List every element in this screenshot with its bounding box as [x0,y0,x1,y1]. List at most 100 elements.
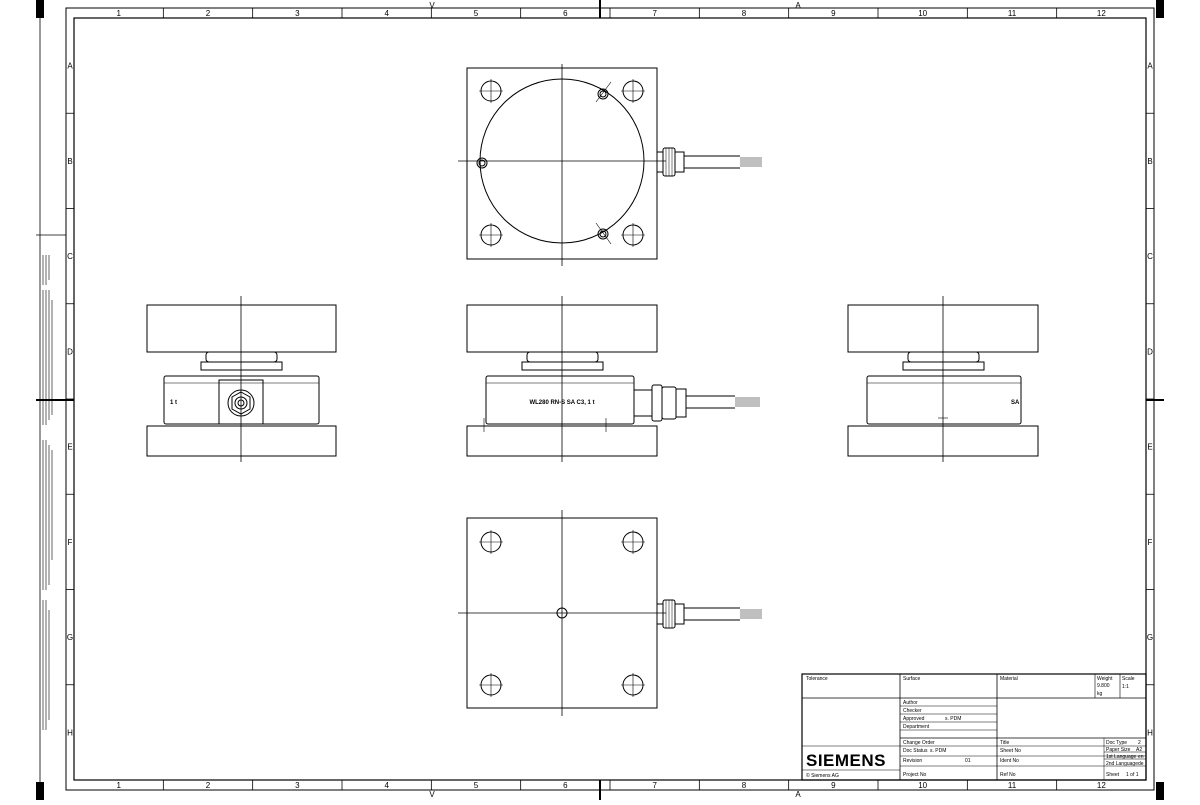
column-label-bottom: 7 [652,781,657,790]
weight-value: 9.800 [1097,683,1110,689]
paper-size-value: A2 [1136,747,1142,753]
column-label-bottom: 11 [1008,781,1017,790]
right-view-load-button [907,351,980,363]
column-label-bottom: 3 [295,781,300,790]
top-mark-a: A [795,1,801,10]
column-label-top: 9 [831,9,836,18]
top-view-cable-gland [656,147,762,177]
corner-mark-tr [1156,0,1164,18]
right-view-neck [902,361,985,371]
second-language-label: 2nd Language [1106,761,1138,767]
tolerance-label: Tolerance [806,676,828,682]
row-label-right: E [1147,443,1152,452]
column-label-bottom: 10 [918,781,927,790]
title-label: Title [1000,740,1009,746]
doc-status-value: s. PDM [930,748,946,754]
column-label-bottom: 12 [1097,781,1106,790]
front-view [466,296,760,462]
column-label-top: 6 [563,9,568,18]
bottom-view-cable-gland [656,599,762,629]
ref-no-label: Ref No [1000,772,1016,778]
scale-value: 1:1 [1122,684,1129,690]
column-label-top: 7 [652,9,657,18]
surface-label: Surface [903,676,920,682]
column-label-bottom: 4 [384,781,389,790]
top-view-small-holes [476,81,612,245]
second-language-value: de [1138,761,1144,767]
front-view-cable-gland [633,384,760,422]
paper-size-label: Paper Size [1106,747,1131,753]
column-label-top: 2 [206,9,211,18]
row-label-right: G [1147,633,1153,642]
column-label-top: 1 [116,9,121,18]
author-label: Author [903,700,918,706]
left-view-top-plate [146,304,337,353]
front-view-neck [521,361,604,371]
column-label-bottom: 2 [206,781,211,790]
row-label-left: G [67,633,73,642]
material-label: Material [1000,676,1018,682]
doc-type-label: Doc Type [1106,740,1127,746]
title-block [801,673,1147,781]
title-block-frame [801,673,1147,781]
copyright-notice: © Siemens AG [806,772,839,779]
row-label-right: C [1147,252,1153,261]
corner-mark-bl [36,782,44,800]
change-order-label: Change Order [903,740,935,746]
revision-value: 01 [965,758,971,764]
right-view-housing [866,375,1022,425]
approved-value: s. PDM [945,716,961,722]
sheet-label: Sheet [1106,772,1120,778]
front-view-marking: WL280 RN-S SA C3, 1 t [529,400,594,406]
doc-type-value: 2 [1138,740,1141,746]
row-label-left: E [67,443,72,452]
left-view-marking: 1 t [170,400,177,406]
column-label-top: 11 [1008,9,1017,18]
row-label-left: H [67,728,73,737]
left-view-cable-gland [218,379,264,425]
column-label-top: 10 [918,9,927,18]
outer-frame [65,7,1155,791]
column-label-top: 8 [742,9,747,18]
column-label-top: 4 [384,9,389,18]
column-label-bottom: 9 [831,781,836,790]
row-label-left: C [67,252,73,261]
top-mark-v: V [429,1,435,10]
row-label-right: B [1147,157,1152,166]
front-view-load-button [526,351,599,363]
row-label-left: D [67,347,73,356]
inner-frame [73,17,1147,781]
column-label-bottom: 6 [563,781,568,790]
bottom-view-bolt-holes [479,530,645,697]
first-language-label: 1st Language [1106,754,1137,760]
sheet-value: 1 of 1 [1126,772,1139,778]
ident-no-label: Ident No [1000,758,1019,764]
row-label-left: F [68,538,73,547]
column-label-top: 5 [474,9,479,18]
left-view-base-plate [146,425,337,457]
first-language-value: en [1138,754,1144,760]
scale-label: Scale [1122,676,1135,682]
right-view-marking: SA [1011,400,1020,406]
column-label-bottom: 5 [474,781,479,790]
column-label-bottom: 8 [742,781,747,790]
bottom-mark-a: A [795,790,801,799]
department-label: Department [903,724,930,730]
bottom-mark-v: V [429,790,435,799]
left-view-load-button [205,351,278,363]
bottom-view-centre-hole [556,607,568,619]
corner-mark-tl [36,0,44,18]
column-label-top: 12 [1097,9,1106,18]
left-margin-notes [36,234,66,730]
row-label-left: A [67,62,73,71]
row-label-left: B [67,157,72,166]
weight-unit: kg [1097,691,1103,697]
doc-status-label: Doc Status [903,748,928,754]
approved-label: Approved [903,716,925,722]
top-view [458,64,762,266]
row-label-right: F [1148,538,1153,547]
row-label-right: D [1147,347,1153,356]
revision-label: Revision [903,758,922,764]
